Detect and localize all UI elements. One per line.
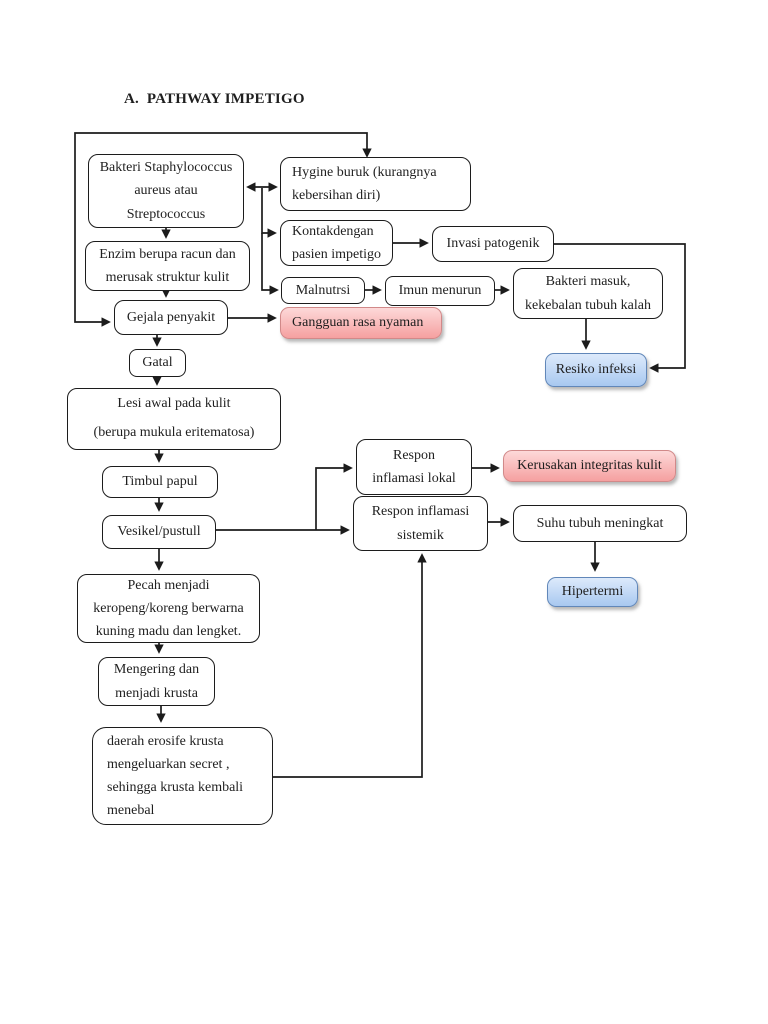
node-vesikel-pustull: Vesikel/pustull xyxy=(102,515,216,549)
node-suhu-tubuh-meningkat: Suhu tubuh meningkat xyxy=(513,505,687,542)
connector-branch-malnutrsi xyxy=(261,233,279,295)
node-timbul-papul: Timbul papul xyxy=(102,466,218,498)
connector-branch-kontak xyxy=(261,188,277,238)
connector-daerah-sistemik xyxy=(273,553,427,778)
node-lesi-awal: Lesi awal pada kulit (berupa mukula erit… xyxy=(67,388,281,450)
node-gejala-penyakit: Gejala penyakit xyxy=(114,300,228,335)
node-resiko-infeksi: Resiko infeksi xyxy=(545,353,647,387)
node-kerusakan-integritas-kulit: Kerusakan integritas kulit xyxy=(503,450,676,482)
node-imun-menurun: Imun menurun xyxy=(385,276,495,306)
node-bakteri-staphylococcus: Bakteri Staphylococcus aureus atau Strep… xyxy=(88,154,244,228)
node-kontak-dengan-pasien: Kontakdengan pasien impetigo xyxy=(280,220,393,266)
node-hipertermi: Hipertermi xyxy=(547,577,638,607)
node-gatal: Gatal xyxy=(129,349,186,377)
node-respon-inflamasi-lokal: Respon inflamasi lokal xyxy=(356,439,472,495)
node-invasi-patogenik: Invasi patogenik xyxy=(432,226,554,262)
node-mengering-krusta: Mengering dan menjadi krusta xyxy=(98,657,215,706)
node-respon-inflamasi-sistemik: Respon inflamasi sistemik xyxy=(353,496,488,551)
connector-vesikel-lokal xyxy=(315,463,353,530)
node-daerah-erosife: daerah erosife krusta mengeluarkan secre… xyxy=(92,727,273,825)
node-pecah-keropeng: Pecah menjadi keropeng/koreng berwarna k… xyxy=(77,574,260,643)
node-malnutrsi: Malnutrsi xyxy=(281,277,365,304)
page-title: A. PATHWAY IMPETIGO xyxy=(124,91,305,107)
node-gangguan-rasa-nyaman: Gangguan rasa nyaman xyxy=(280,307,442,339)
node-hygine-buruk: Hygine buruk (kurangnya kebersihan diri) xyxy=(280,157,471,211)
node-bakteri-masuk: Bakteri masuk, kekebalan tubuh kalah xyxy=(513,268,663,319)
node-enzim-racun: Enzim berupa racun dan merusak struktur … xyxy=(85,241,250,291)
